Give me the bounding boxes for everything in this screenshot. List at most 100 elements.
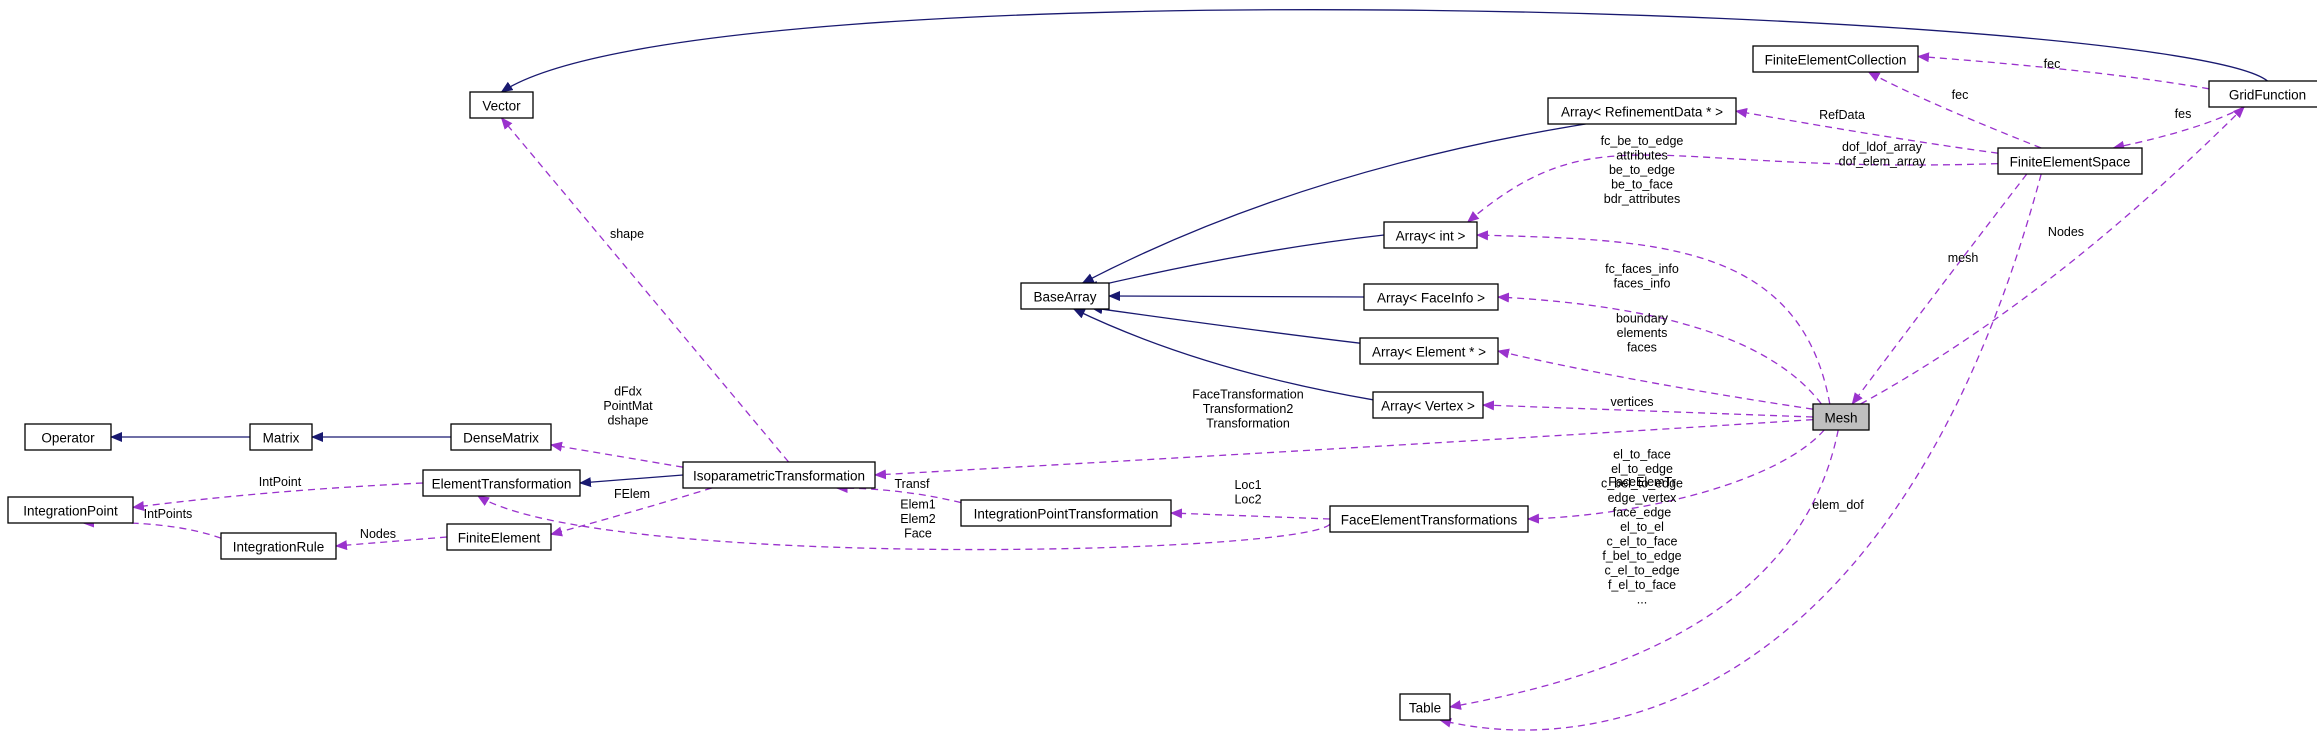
edge-label-finiteelementspace-to-finiteelementcollection: fec [1952,88,1969,102]
class-node-finiteelementcollection[interactable]: FiniteElementCollection [1752,45,1919,73]
class-node-integrationrule[interactable]: IntegrationRule [220,532,337,560]
class-node-arrayint[interactable]: Array< int > [1383,221,1478,249]
edge-label-line: elements [1617,326,1668,340]
usage-edge-mesh-to-arrayint [1476,230,1831,405]
class-node-table[interactable]: Table [1399,693,1451,721]
class-node-elementtransformation[interactable]: ElementTransformation [422,469,581,497]
class-name: FiniteElementCollection [1765,53,1907,68]
usage-edge-faceelementtransformations-to-elementtransformation [477,495,1331,551]
class-name: IsoparametricTransformation [693,469,865,484]
class-box [2208,80,2317,108]
usage-edge-finiteelement-to-integrationrule [335,536,448,551]
edge-label-line: fec [1952,88,1969,102]
class-name: Mesh [1824,411,1857,426]
class-name: IntegrationPointTransformation [974,507,1159,522]
edge-label-mesh-to-arrayvertex: vertices [1610,395,1653,409]
edge-label-finiteelementspace-to-mesh: mesh [1948,251,1979,265]
usage-edge-integrationrule-to-integrationpoint [82,517,222,539]
usage-edge-mesh-to-arrayelement [1497,348,1814,410]
class-name: IntegrationPoint [23,504,118,519]
class-node-densematrix[interactable]: DenseMatrix [450,423,552,451]
edge-label-finiteelementspace-to-arrayrefinementdata: RefData [1819,108,1865,122]
class-node-arrayrefinementdata[interactable]: Array< RefinementData * > [1547,97,1737,125]
class-node-isoparametrictransformation[interactable]: IsoparametricTransformation [682,461,876,489]
class-box [469,91,534,119]
class-box [1329,505,1529,533]
edges-layer [82,9,2268,731]
edge-label-integrationpointtransformation-to-isoparametrictransformation: Transf [895,477,930,491]
class-node-operator[interactable]: Operator [24,423,112,451]
edge-label-line: fes [2175,107,2192,121]
class-box [450,423,552,451]
class-node-arrayelement[interactable]: Array< Element * > [1359,337,1499,365]
class-name: ElementTransformation [432,477,572,492]
class-box [1812,403,1870,431]
edge-label-line: f_bel_to_edge [1602,549,1681,563]
class-box [1359,337,1499,365]
edge-label-line: Transformation2 [1203,402,1294,416]
class-node-integrationpointtransformation[interactable]: IntegrationPointTransformation [960,499,1172,527]
edge-label-line: Loc1 [1234,478,1261,492]
class-node-integrationpoint[interactable]: IntegrationPoint [7,496,134,524]
class-node-gridfunction[interactable]: GridFunction [2208,80,2317,108]
edge-label-line: Nodes [2048,225,2084,239]
usage-edge-finiteelementspace-to-table [1439,173,2042,731]
edge-label-line: IntPoint [259,475,302,489]
class-name: Array< int > [1396,229,1466,244]
edge-label-line: faces [1627,341,1657,355]
class-node-basearray[interactable]: BaseArray [1020,282,1110,310]
edge-label-line: dof_elem_array [1839,154,1927,168]
edge-label-line: dshape [607,414,648,428]
usage-edge-isoparametrictransformation-to-finiteelement [550,487,712,537]
edge-label-line: bdr_attributes [1604,192,1680,206]
nodes-layer: Operator Matrix DenseMatrix VectorIntegrati… [7,45,2317,721]
edge-label-integrationrule-to-integrationpoint: IntPoints [144,507,193,521]
edge-label-line: edge_vertex [1608,491,1678,505]
usage-edge-finiteelementspace-to-arrayrefinementdata [1735,107,1999,154]
class-box [1383,221,1478,249]
class-box [1547,97,1737,125]
edge-label-gridfunction-to-finiteelementspace: fes [2175,107,2192,121]
class-box [960,499,1172,527]
edge-label-line: faces_info [1614,276,1671,290]
class-node-finiteelementspace[interactable]: FiniteElementSpace [1997,147,2143,175]
class-box [249,423,313,451]
edge-label-line: Elem2 [900,512,935,526]
edge-label-line: dFdx [614,385,643,399]
edge-label-line: el_to_edge [1611,462,1673,476]
class-box [1020,282,1110,310]
class-node-arrayvertex[interactable]: Array< Vertex > [1372,391,1484,419]
class-box [446,523,552,551]
class-node-faceelementtransformations[interactable]: FaceElementTransformations [1329,505,1529,533]
edge-label-finiteelement-to-integrationrule: Nodes [360,527,396,541]
class-node-matrix[interactable]: Matrix [249,423,313,451]
class-name: Matrix [263,431,300,446]
class-name: Array< RefinementData * > [1561,105,1723,120]
class-box [1399,693,1451,721]
edge-label-line: mesh [1948,251,1979,265]
edge-label-line: RefData [1819,108,1865,122]
usage-edge-mesh-to-table [1449,429,1839,710]
class-name: DenseMatrix [463,431,539,446]
usage-edge-isoparametrictransformation-to-vector [500,117,790,463]
edge-label-line: be_to_face [1611,178,1673,192]
class-box [1363,283,1499,311]
edge-label-finiteelementspace-to-table: elem_dof [1812,498,1864,512]
edge-label-line: be_to_edge [1609,163,1675,177]
class-node-finiteelement[interactable]: FiniteElement [446,523,552,551]
edge-label-line: FElem [614,487,650,501]
usage-edge-mesh-to-isoparametrictransformation [874,418,1814,480]
class-node-vector[interactable]: Vector [469,91,534,119]
edge-label-line: Face [904,527,932,541]
usage-edge-elementtransformation-to-integrationpoint [132,482,424,511]
edge-label-mesh-to-faceelementtransformations: FaceElemTr [1608,475,1676,489]
class-box [1997,147,2143,175]
inheritance-edge-arrayint-to-basearray [1086,234,1385,291]
class-node-arrayfaceinfo[interactable]: Array< FaceInfo > [1363,283,1499,311]
usage-edge-faceelementtransformations-to-integrationpointtransformation [1170,508,1331,520]
